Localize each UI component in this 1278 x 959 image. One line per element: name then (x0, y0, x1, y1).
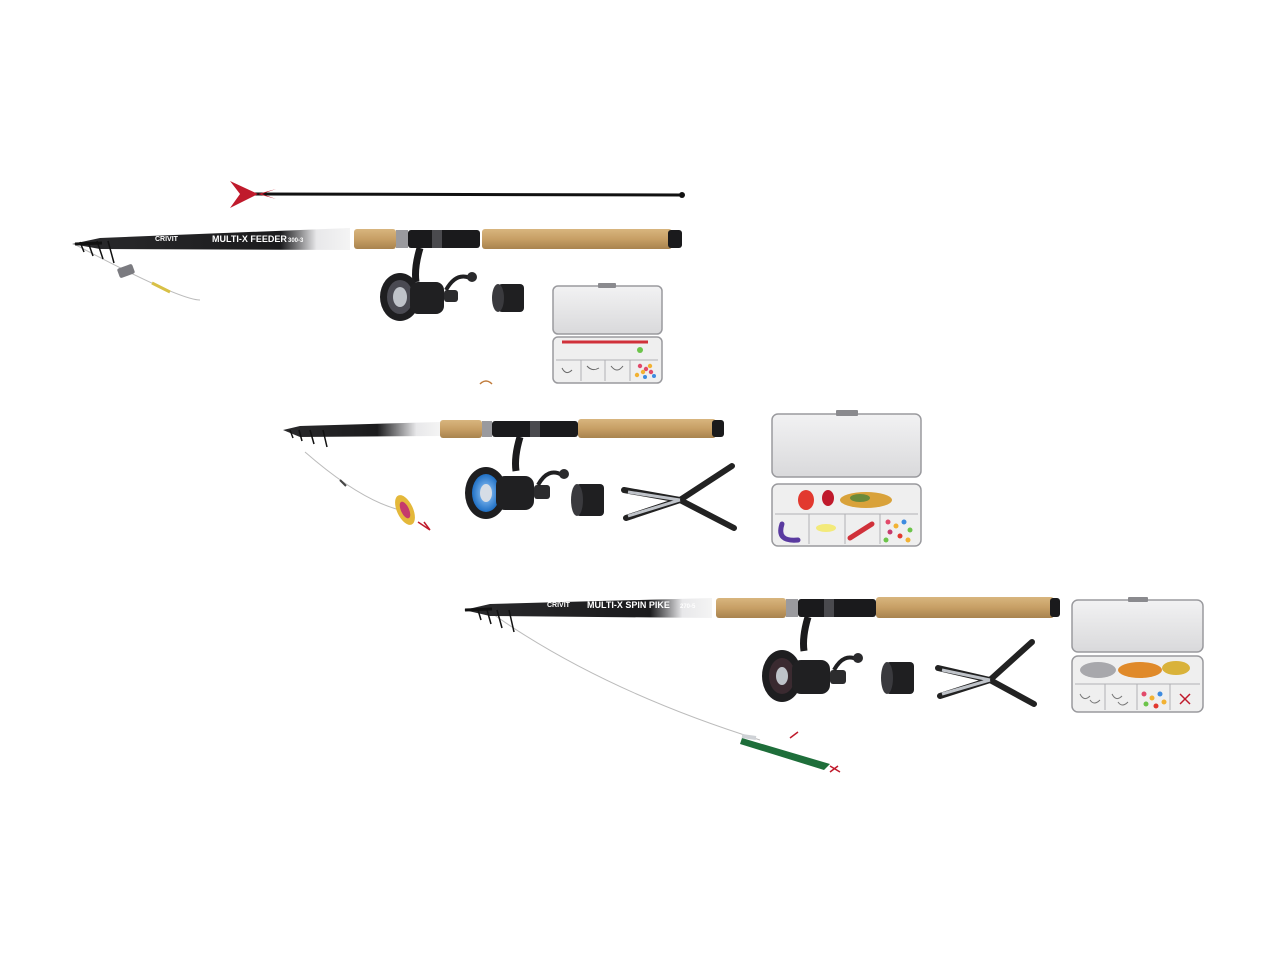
rod-size-label: 300-3 (288, 238, 304, 244)
spinning-rod (283, 419, 724, 448)
pike-rod: CRIVIT MULTI-X SPIN PIKE 270-5 (464, 597, 1060, 633)
pike-pliers (935, 639, 1037, 707)
spinning-tackle-box (771, 410, 922, 547)
set-feeder: CRIVIT MULTI-X FEEDER 300-3 (72, 181, 685, 385)
rod-model-label: MULTI-X SPIN PIKE (587, 600, 670, 610)
feeder-line (75, 244, 493, 385)
pike-line (489, 611, 841, 773)
set-spinning (283, 410, 922, 547)
spinning-pliers (621, 463, 737, 531)
rod-rest (230, 181, 685, 208)
pike-tackle-box (1071, 597, 1204, 713)
feeder-reel (380, 246, 477, 321)
rod-brand-label: CRIVIT (547, 602, 571, 609)
spinning-reel (465, 435, 569, 519)
rod-brand-label: CRIVIT (155, 236, 179, 243)
rod-size-label: 270-5 (680, 604, 696, 610)
feeder-tackle-box (552, 283, 663, 384)
pike-reel (762, 615, 863, 702)
rod-model-label: MULTI-X FEEDER (212, 234, 287, 244)
pike-spare-spool (881, 662, 914, 694)
spinning-spare-spool (571, 484, 604, 516)
set-spin-pike: CRIVIT MULTI-X SPIN PIKE 270-5 (464, 597, 1204, 773)
feeder-spare-spool (492, 284, 524, 312)
feeder-rod: CRIVIT MULTI-X FEEDER 300-3 (72, 228, 682, 264)
spinning-line (304, 451, 431, 531)
